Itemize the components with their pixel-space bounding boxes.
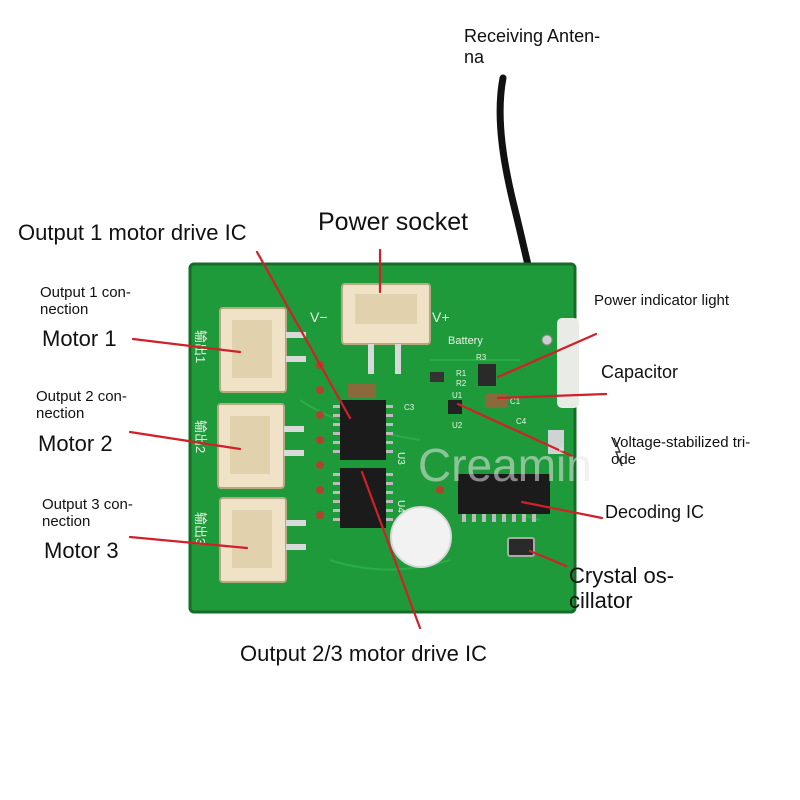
silk-u3: U3 [395,452,406,465]
watermark: Creamin [418,439,592,491]
capacitor-c4 [485,394,507,408]
driver-ic-u3 [333,400,393,460]
label-receiving-antenna: Receiving Anten- na [464,26,601,67]
label-power-socket: Power socket [318,208,469,236]
silk-v-minus: V− [310,309,328,325]
capacitor-part [478,364,496,386]
callout-output23-driver [360,470,422,630]
silk-c1: C1 [510,397,521,406]
decoding-ic [458,474,550,522]
silk-u2: U2 [452,421,463,430]
label-output3-connection: Output 3 con- nection [42,496,133,531]
crystal-oscillator-part [507,537,535,557]
label-voltage-stabilized-triode: Voltage-stabilized tri- ode [611,434,751,469]
round-component [390,506,452,568]
label-output23-motor-drive-ic: Output 2/3 motor drive IC [240,641,487,666]
side-tab [557,318,579,408]
output2-connector [217,403,304,489]
callout-motor1 [131,337,242,354]
callout-triode [456,402,574,458]
silk-c4: C4 [516,417,527,426]
silk-r2: R2 [456,379,467,388]
callout-motor3 [128,535,249,550]
label-output1-connection: Output 1 con- nection [40,284,131,319]
silk-u1: U1 [452,391,463,400]
silk-r1: R1 [456,369,467,378]
silk-v-plus: V+ [432,309,450,325]
callout-output1-driver [255,250,352,420]
triode-part [448,400,462,414]
label-output2-connection: Output 2 con- nection [36,388,127,423]
silk-u4: U4 [395,500,406,513]
output3-connector [219,497,306,583]
callout-crystal [528,549,568,568]
silk-c3: C3 [404,403,415,412]
label-decoding-ic: Decoding IC [605,502,705,522]
callout-capacitor [496,392,608,400]
silk-out3: 输出3 [193,512,208,545]
triode-symbol-icon [613,437,623,467]
antenna-pad [541,334,553,346]
callout-motor2 [128,430,242,451]
silk-battery: Battery [448,335,483,347]
label-output1-motor-drive-ic: Output 1 motor drive IC [18,220,247,245]
label-motor3: Motor 3 [44,538,119,563]
label-crystal-oscillator: Crystal os- cillator [569,563,675,614]
label-motor1: Motor 1 [42,326,117,351]
silk-out2: 输出2 [193,420,208,453]
callout-power-indicator [496,332,598,379]
label-power-indicator-light: Power indicator light [594,292,730,309]
label-motor2: Motor 2 [38,431,113,456]
label-capacitor: Capacitor [601,362,679,382]
output1-connector [219,307,306,393]
silk-r3: R3 [476,353,487,362]
callout-decoding-ic [520,500,604,520]
